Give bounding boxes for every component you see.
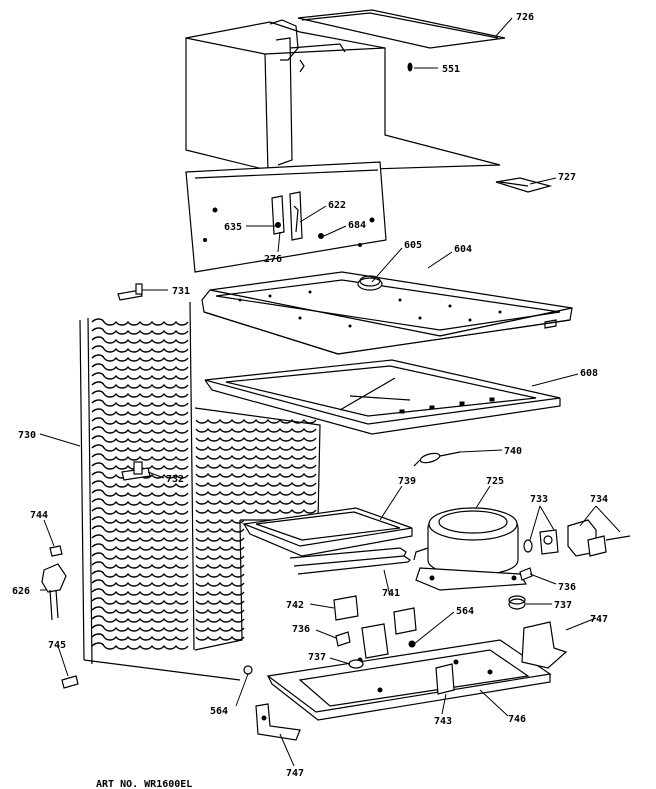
callout-740: 740 bbox=[504, 446, 522, 457]
callout-734: 734 bbox=[590, 494, 608, 505]
bracket-743 bbox=[435, 663, 455, 695]
drain-pan-604 bbox=[201, 271, 573, 355]
callout-731: 731 bbox=[172, 286, 190, 297]
tray-739 bbox=[241, 507, 413, 557]
screw-564-upper bbox=[408, 640, 416, 648]
callout-626: 626 bbox=[12, 586, 30, 597]
callout-276: 276 bbox=[264, 254, 282, 265]
part-732-clip bbox=[121, 461, 151, 481]
callout-737-upper: 737 bbox=[554, 600, 572, 611]
callout-739: 739 bbox=[398, 476, 416, 487]
callout-744: 744 bbox=[30, 510, 48, 521]
callout-745: 745 bbox=[48, 640, 66, 651]
callout-727: 727 bbox=[558, 172, 576, 183]
callout-737-lower: 737 bbox=[308, 652, 326, 663]
callout-747-upper: 747 bbox=[590, 614, 608, 625]
plug-626 bbox=[41, 563, 67, 621]
clip-744 bbox=[49, 545, 63, 557]
overload-734 bbox=[567, 519, 631, 557]
bracket-742 bbox=[333, 595, 417, 659]
frame-608 bbox=[204, 359, 561, 435]
callout-736-upper: 736 bbox=[558, 582, 576, 593]
callout-551: 551 bbox=[442, 64, 460, 75]
coil-741 bbox=[289, 547, 411, 575]
callout-726: 726 bbox=[516, 12, 534, 23]
callout-604: 604 bbox=[454, 244, 472, 255]
coil-serpentine-extension bbox=[195, 418, 317, 641]
condenser-coil-730 bbox=[79, 301, 321, 681]
callout-725: 725 bbox=[486, 476, 504, 487]
callout-labels: 726 551 727 622 635 684 276 605 604 731 … bbox=[12, 12, 608, 779]
callout-605: 605 bbox=[404, 240, 422, 251]
callout-742: 742 bbox=[286, 600, 304, 611]
art-number-caption: ART NO. WR1600EL bbox=[96, 779, 192, 789]
clip-745 bbox=[61, 675, 79, 689]
callout-622: 622 bbox=[328, 200, 346, 211]
part-727-bracket bbox=[495, 177, 553, 193]
clip-736-upper bbox=[519, 567, 533, 581]
relay-733 bbox=[523, 529, 559, 555]
callout-564-lower: 564 bbox=[210, 706, 228, 717]
compressor-725 bbox=[413, 507, 528, 591]
callout-741: 741 bbox=[382, 588, 400, 599]
callout-746: 746 bbox=[508, 714, 526, 725]
grommet-737-upper bbox=[508, 595, 526, 610]
grommet-737-lower bbox=[348, 659, 364, 669]
screw-564-lower bbox=[243, 665, 253, 675]
callout-747-lower: 747 bbox=[286, 768, 304, 779]
callout-732: 732 bbox=[166, 474, 184, 485]
part-731-clip bbox=[117, 283, 143, 301]
callout-635: 635 bbox=[224, 222, 242, 233]
sensor-740 bbox=[413, 451, 461, 467]
cabinet-top-cover bbox=[185, 9, 506, 173]
callout-564-upper: 564 bbox=[456, 606, 474, 617]
base-plate-746 bbox=[266, 639, 552, 721]
callout-743: 743 bbox=[434, 716, 452, 727]
bracket-747-upper bbox=[521, 621, 568, 669]
clip-736-lower bbox=[335, 631, 351, 647]
callout-733: 733 bbox=[530, 494, 548, 505]
callout-736-lower: 736 bbox=[292, 624, 310, 635]
bracket-747-lower bbox=[255, 703, 301, 741]
callout-608: 608 bbox=[580, 368, 598, 379]
callout-684: 684 bbox=[348, 220, 366, 231]
callout-730: 730 bbox=[18, 430, 36, 441]
evaporator-plate bbox=[185, 161, 387, 273]
leader-lines bbox=[39, 17, 621, 767]
